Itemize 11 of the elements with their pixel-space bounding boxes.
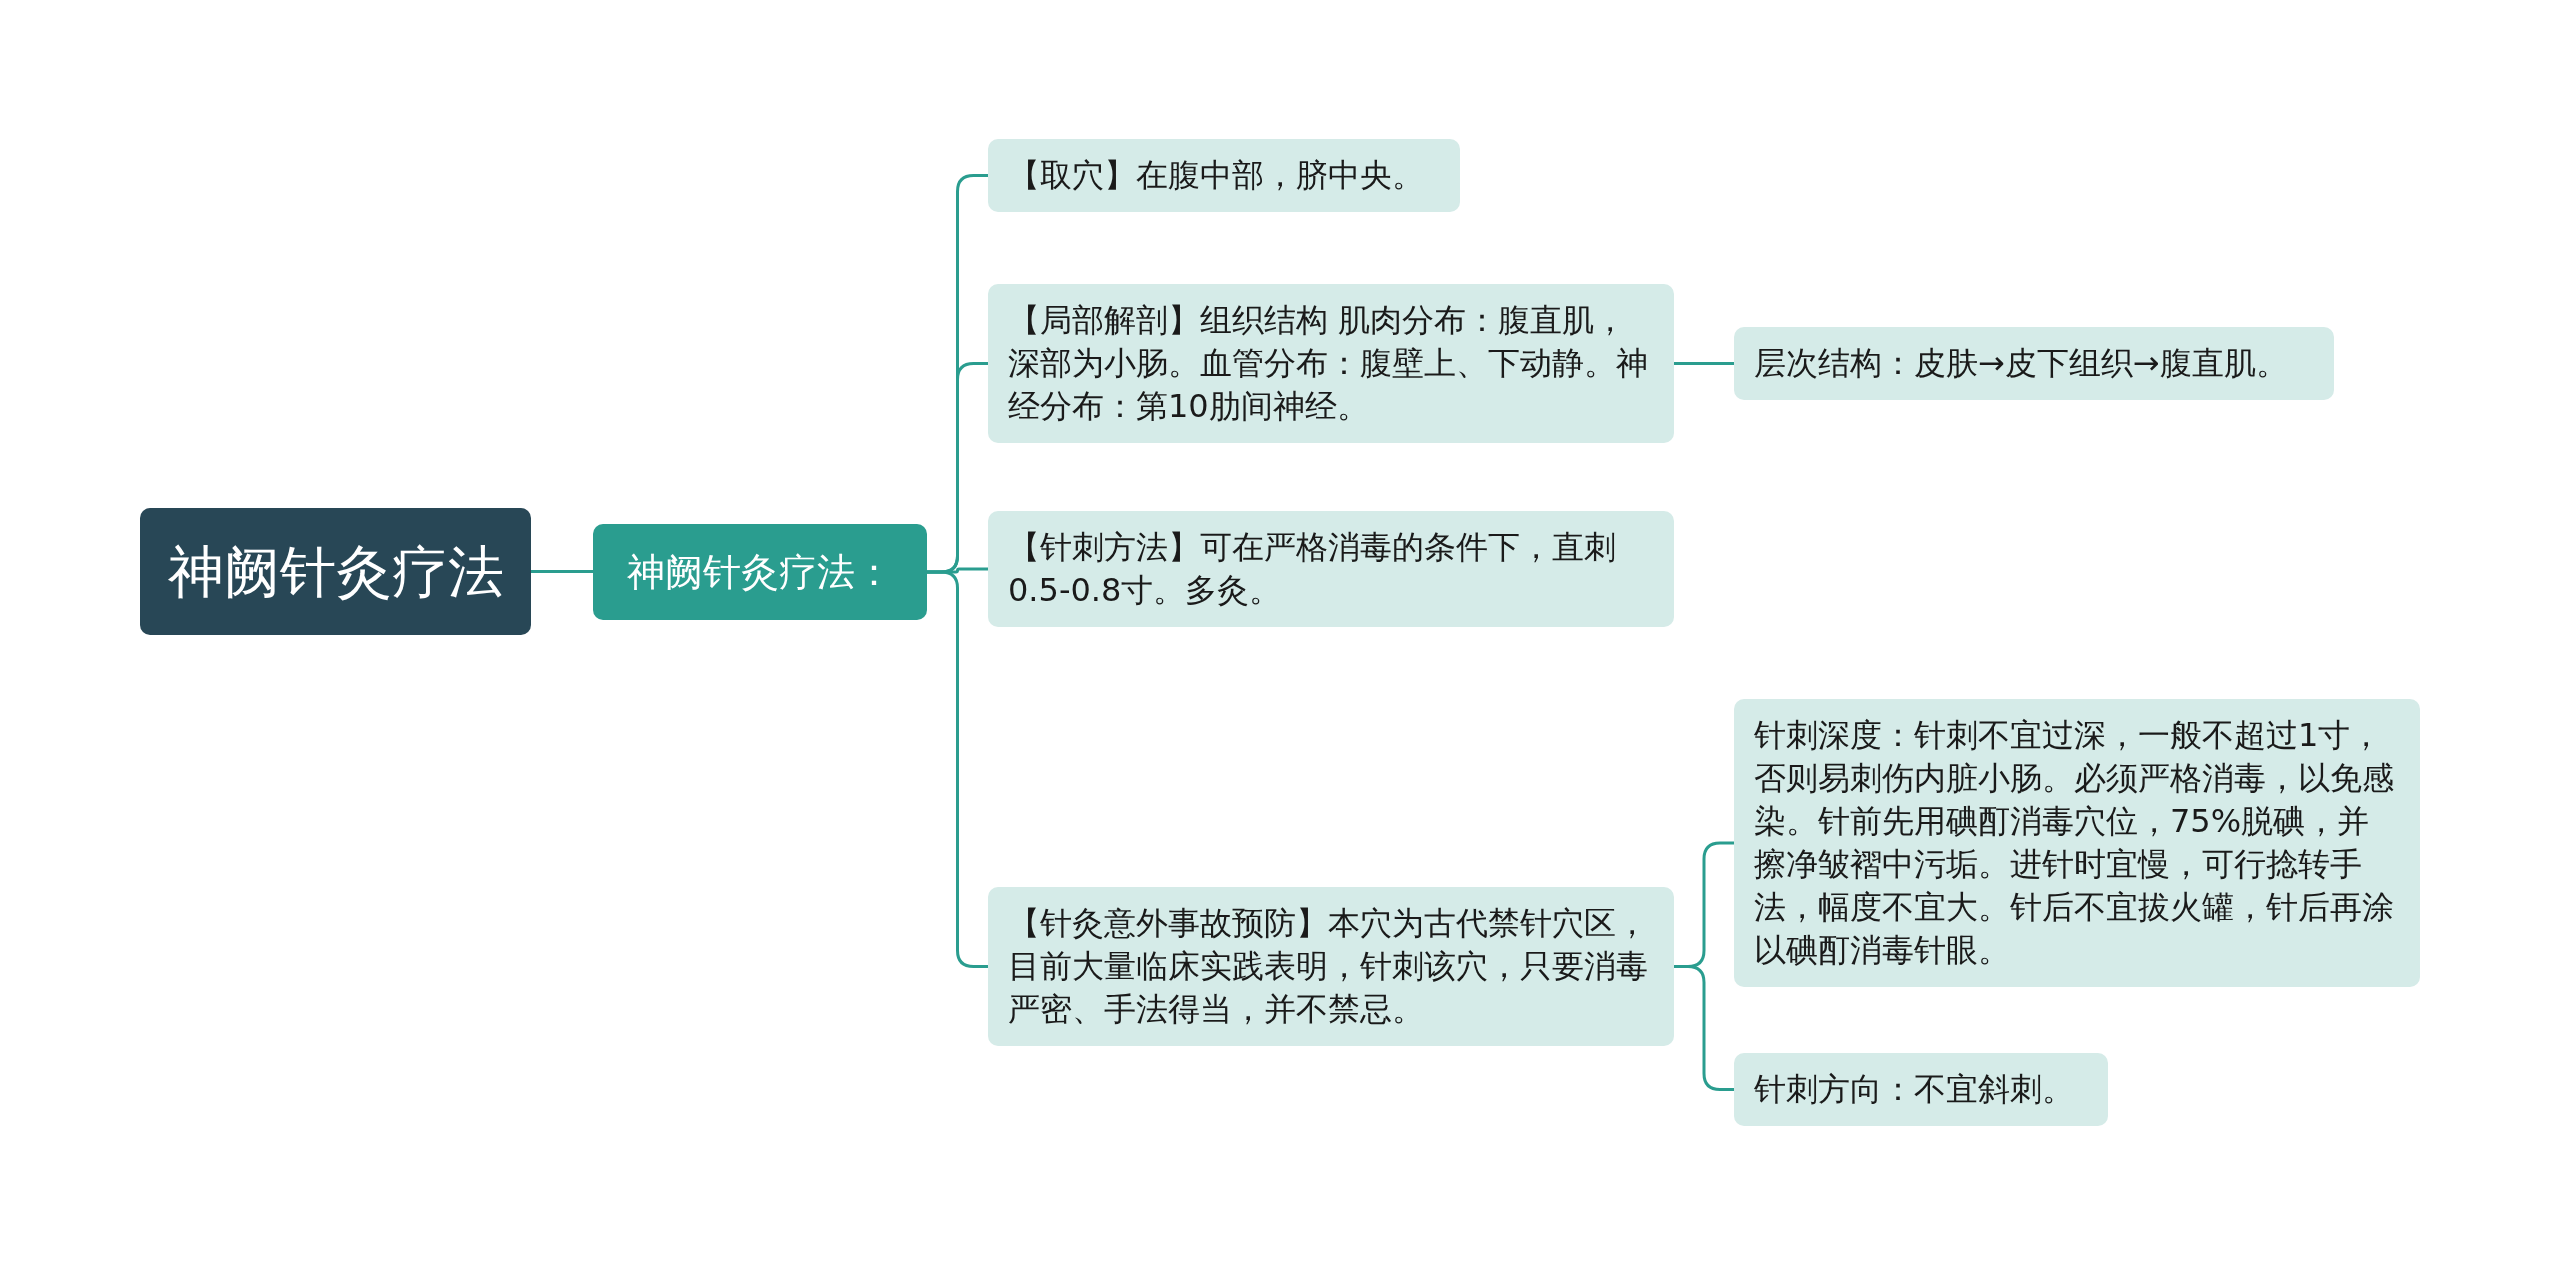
subtopic-box: 【针刺方法】可在严格消毒的条件下，直刺0.5-0.8寸。多灸。 (988, 511, 1674, 627)
subtopic-box: 针刺方向：不宜斜刺。 (1734, 1053, 2108, 1126)
subtopic-box: 【针灸意外事故预防】本穴为古代禁针穴区，目前大量临床实践表明，针刺该穴，只要消毒严密、手法得当，并不禁忌。 (988, 887, 1674, 1046)
main-topic-box: 神阙针灸疗法： (593, 524, 927, 620)
subtopic-box: 【局部解剖】组织结构 肌肉分布：腹直肌，深部为小肠。血管分布：腹壁上、下动静。神经分布：第10肋间神经。 (988, 284, 1674, 443)
subtopic-box: 针刺深度：针刺不宜过深，一般不超过1寸，否则易刺伤内脏小肠。必须严格消毒，以免感染。针前先用碘酊消毒穴位，75%脱碘，并擦净皱褶中污垢。进针时宜慢，可行捻转手法，幅度不宜大。针后不宜拔火罐，针后再涂以碘酊消毒针眼。 (1734, 699, 2420, 987)
subtopic-box: 【取穴】在腹中部，脐中央。 (988, 139, 1460, 212)
subtopic-box: 层次结构：皮肤→皮下组织→腹直肌。 (1734, 327, 2334, 400)
connector-line (1674, 362, 1734, 365)
connector-line (531, 570, 593, 573)
central-topic-box: 神阙针灸疗法 (140, 508, 531, 635)
